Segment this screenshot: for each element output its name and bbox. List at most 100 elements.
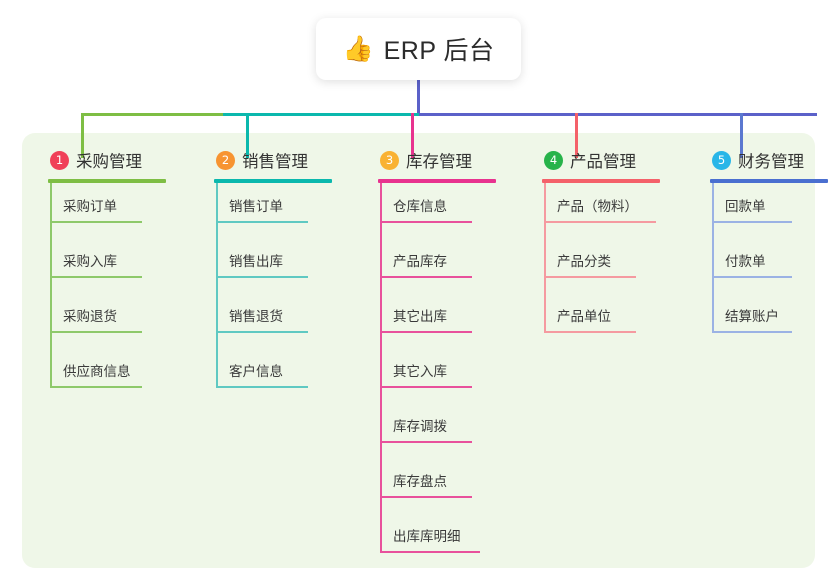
leaf-label: 客户信息 <box>229 364 283 379</box>
column-header-3[interactable]: 3 库存管理 <box>360 148 496 172</box>
leaf-label: 产品分类 <box>557 254 611 269</box>
column-number-badge: 4 <box>544 150 563 170</box>
leaf-list: 销售订单销售出库销售退货客户信息 <box>196 183 332 403</box>
leaf-label: 销售退货 <box>229 309 283 324</box>
leaf-underline <box>216 276 308 278</box>
leaf-list: 仓库信息产品库存其它出库其它入库库存调拨库存盘点出库库明细 <box>360 183 496 568</box>
leaf-label: 销售订单 <box>229 199 283 214</box>
leaf-underline <box>544 331 636 333</box>
leaf-item[interactable]: 销售出库 <box>196 238 332 293</box>
column-underline <box>710 179 828 183</box>
leaf-label: 结算账户 <box>725 309 779 324</box>
connector-drop-col1 <box>81 113 84 158</box>
leaf-item[interactable]: 产品（物料） <box>524 183 660 238</box>
leaf-item[interactable]: 仓库信息 <box>360 183 496 238</box>
leaf-label: 库存盘点 <box>393 474 447 489</box>
leaf-label: 付款单 <box>725 254 766 269</box>
leaf-label: 库存调拨 <box>393 419 447 434</box>
leaf-underline <box>380 441 472 443</box>
leaf-underline <box>50 221 142 223</box>
leaf-item[interactable]: 采购入库 <box>30 238 166 293</box>
leaf-label: 其它入库 <box>393 364 447 379</box>
leaf-item[interactable]: 其它入库 <box>360 348 496 403</box>
column-2: 2 销售管理销售订单销售出库销售退货客户信息 <box>196 148 332 403</box>
leaf-list: 产品（物料） 产品分类产品单位 <box>524 183 660 348</box>
leaf-underline <box>380 386 472 388</box>
leaf-spine <box>216 183 218 388</box>
connector-bus-green-2 <box>191 113 223 116</box>
leaf-underline <box>216 221 308 223</box>
leaf-label: 回款单 <box>725 199 766 214</box>
connector-bus-green <box>81 113 191 116</box>
connector-root-drop <box>417 79 420 114</box>
leaf-label: 供应商信息 <box>63 364 131 379</box>
column-underline <box>48 179 166 183</box>
thumbs-up-icon: 👍 <box>342 34 374 63</box>
column-title: 库存管理 <box>406 153 472 171</box>
column-underline <box>214 179 332 183</box>
leaf-item[interactable]: 供应商信息 <box>30 348 166 403</box>
connector-bus-purple <box>419 113 817 116</box>
column-number-badge: 5 <box>712 150 731 170</box>
leaf-label: 销售出库 <box>229 254 283 269</box>
leaf-label: 采购订单 <box>63 199 117 214</box>
connector-bus-teal <box>223 113 419 116</box>
leaf-item[interactable]: 产品分类 <box>524 238 660 293</box>
leaf-underline <box>50 331 142 333</box>
column-title: 财务管理 <box>738 153 804 171</box>
leaf-item[interactable]: 库存调拨 <box>360 403 496 458</box>
leaf-spine <box>544 183 546 333</box>
leaf-label: 出库库明细 <box>393 529 461 544</box>
column-underline <box>378 179 496 183</box>
leaf-item[interactable]: 产品库存 <box>360 238 496 293</box>
column-header-5[interactable]: 5 财务管理 <box>692 148 828 172</box>
leaf-item[interactable]: 回款单 <box>692 183 828 238</box>
column-title: 采购管理 <box>76 153 142 171</box>
leaf-underline <box>380 331 472 333</box>
leaf-spine <box>712 183 714 333</box>
column-4: 4 产品管理产品（物料） 产品分类产品单位 <box>524 148 660 348</box>
leaf-item[interactable]: 采购订单 <box>30 183 166 238</box>
leaf-spine <box>380 183 382 553</box>
leaf-label: 产品（物料） <box>557 199 638 214</box>
leaf-spine <box>50 183 52 388</box>
column-title: 销售管理 <box>242 153 308 171</box>
column-number-badge: 3 <box>380 150 399 170</box>
leaf-list: 采购订单采购入库采购退货供应商信息 <box>30 183 166 403</box>
column-header-1[interactable]: 1 采购管理 <box>30 148 166 172</box>
column-number-badge: 1 <box>50 150 69 170</box>
leaf-underline <box>712 331 792 333</box>
diagram-panel <box>22 133 815 568</box>
column-number-badge: 2 <box>216 150 235 170</box>
column-5: 5 财务管理回款单付款单结算账户 <box>692 148 828 348</box>
leaf-underline <box>544 276 636 278</box>
leaf-item[interactable]: 其它出库 <box>360 293 496 348</box>
leaf-item[interactable]: 采购退货 <box>30 293 166 348</box>
leaf-item[interactable]: 销售订单 <box>196 183 332 238</box>
column-header-4[interactable]: 4 产品管理 <box>524 148 660 172</box>
leaf-underline <box>544 221 656 223</box>
leaf-underline <box>380 551 480 553</box>
leaf-underline <box>712 276 792 278</box>
leaf-label: 采购退货 <box>63 309 117 324</box>
leaf-item[interactable]: 客户信息 <box>196 348 332 403</box>
root-title-card[interactable]: 👍 ERP 后台 <box>316 18 521 80</box>
connector-drop-col5 <box>740 113 743 158</box>
leaf-underline <box>50 276 142 278</box>
leaf-label: 采购入库 <box>63 254 117 269</box>
column-underline <box>542 179 660 183</box>
column-title: 产品管理 <box>570 153 636 171</box>
leaf-underline <box>380 276 472 278</box>
leaf-label: 仓库信息 <box>393 199 447 214</box>
leaf-item[interactable]: 付款单 <box>692 238 828 293</box>
leaf-underline <box>216 331 308 333</box>
leaf-item[interactable]: 库存盘点 <box>360 458 496 513</box>
leaf-item[interactable]: 销售退货 <box>196 293 332 348</box>
leaf-item[interactable]: 出库库明细 <box>360 513 496 568</box>
connector-drop-col4 <box>575 113 578 158</box>
leaf-item[interactable]: 结算账户 <box>692 293 828 348</box>
column-header-2[interactable]: 2 销售管理 <box>196 148 332 172</box>
leaf-underline <box>50 386 142 388</box>
leaf-item[interactable]: 产品单位 <box>524 293 660 348</box>
